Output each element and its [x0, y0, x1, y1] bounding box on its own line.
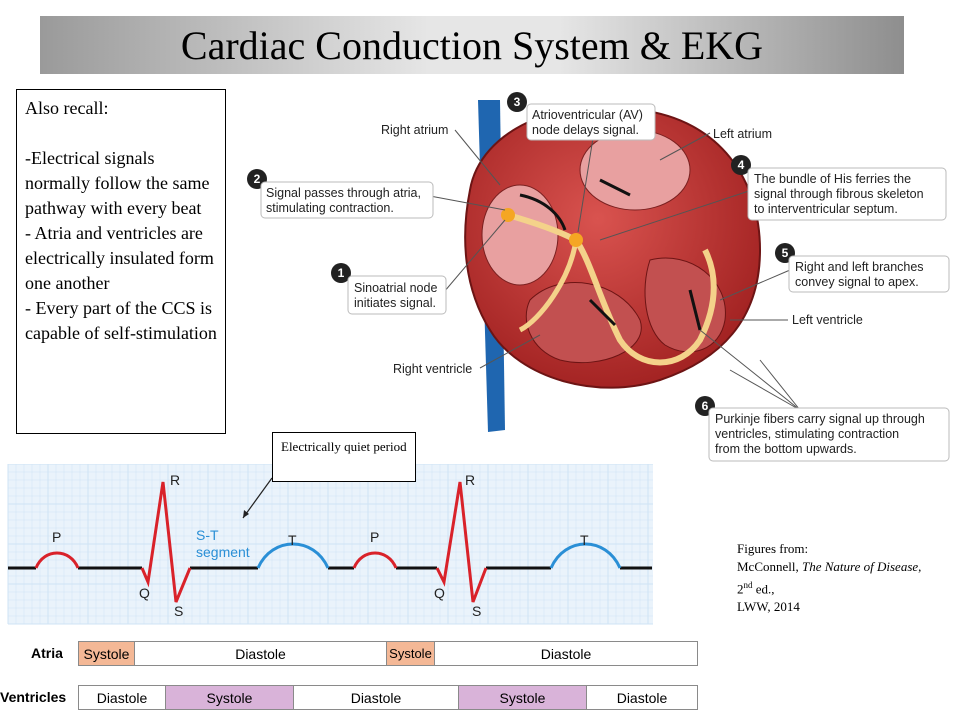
wave-label-r: R [170, 472, 180, 488]
step-3-text: Atrioventricular (AV) [532, 108, 643, 122]
step-number: 1 [338, 266, 345, 280]
label-left-atrium: Left atrium [713, 127, 772, 141]
ventricle-diastole-segment: Diastole [616, 689, 668, 706]
ventricle-systole-segment: Systole [459, 686, 587, 709]
right-atrium-chamber [481, 184, 559, 286]
ekg-grid [7, 464, 653, 625]
step-1-text: initiates signal. [354, 296, 436, 310]
step-1-text: Sinoatrial node [354, 281, 437, 295]
ventricle-systole-segment: Systole [166, 686, 294, 709]
step-3-text: node delays signal. [532, 123, 639, 137]
label-right-atrium: Right atrium [381, 123, 448, 137]
atria-systole-segment: Systole [79, 642, 135, 665]
ventricle-diastole-segment: Diastole [294, 686, 459, 709]
arrow-head [243, 510, 249, 518]
atria-row-label: Atria [31, 645, 63, 661]
signal-arrow [688, 289, 702, 331]
figure-credit: Figures from: McConnell, The Nature of D… [737, 540, 937, 616]
wave-label-p: P [52, 529, 61, 545]
wave-label-r: R [465, 472, 475, 488]
label-left-ventricle: Left ventricle [792, 313, 863, 327]
wave-label-q: Q [139, 585, 150, 601]
step-1-callout [347, 275, 447, 315]
recall-item: -Electrical signals normally follow the … [25, 148, 210, 218]
wave-label-t: T [288, 532, 297, 548]
recall-item: - Atria and ventricles are electrically … [25, 223, 214, 293]
step-2-callout [260, 181, 434, 219]
step-number: 2 [254, 172, 261, 186]
step-5-text: convey signal to apex. [795, 275, 919, 289]
step-2-text: Signal passes through atria, [266, 186, 421, 200]
signal-arrow [599, 178, 631, 197]
atria-diastole-segment: Diastole [135, 642, 387, 665]
ventricles-timeline: Diastole Systole Diastole Systole Diasto… [78, 685, 698, 710]
step-number: 6 [702, 399, 709, 413]
st-segment-label: segment [196, 544, 250, 560]
step-4-text: The bundle of His ferries the [754, 172, 911, 186]
step-number: 4 [738, 158, 745, 172]
quiet-period-box: Electrically quiet period [272, 432, 416, 482]
ventricles-row-label: Ventricles [0, 689, 67, 705]
wave-label-s: S [174, 603, 183, 619]
wave-label-s: S [472, 603, 481, 619]
signal-arrow [519, 193, 567, 231]
step-6-text: from the bottom upwards. [715, 442, 857, 456]
step-5-text: Right and left branches [795, 260, 924, 274]
step-3-callout [526, 103, 656, 141]
step-4-text: signal through fibrous skeleton [754, 187, 924, 201]
page-title: Cardiac Conduction System & EKG [180, 22, 764, 68]
ventricle-diastole-segment: Diastole [79, 686, 166, 709]
step-number-badge [731, 155, 751, 175]
step-4-text: to interventricular septum. [754, 202, 898, 216]
quiet-period-arrow [242, 477, 273, 519]
wave-label-t: T [580, 532, 589, 548]
credit-line: Figures from: [737, 541, 809, 556]
step-6-text: Purkinje fibers carry signal up through [715, 412, 925, 426]
st-segment-label: S-T [196, 527, 219, 543]
step-6-text: ventricles, stimulating contraction [715, 427, 899, 441]
qrs-complex [435, 481, 488, 603]
recall-heading: Also recall: [25, 98, 109, 118]
atria-diastole-segment: Diastole [540, 645, 592, 662]
t-wave [256, 542, 330, 569]
left-atrium-chamber [579, 129, 691, 211]
av-node [569, 233, 583, 247]
wave-label-p: P [370, 529, 379, 545]
sa-node [501, 208, 515, 222]
atria-systole-segment: Systole [387, 642, 435, 665]
step-number-badge [331, 263, 351, 283]
step-4-callout [747, 167, 947, 221]
step-number: 5 [782, 246, 789, 260]
step-number-badge [507, 92, 527, 112]
step-5-callout [788, 255, 950, 293]
ekg-trace: P Q R S T P Q R S T S-T segment [7, 464, 653, 625]
recall-item: - Every part of the CCS is capable of se… [25, 298, 217, 343]
step-2-text: stimulating contraction. [266, 201, 394, 215]
t-wave [549, 542, 622, 569]
p-wave [352, 551, 398, 569]
recall-box: Also recall: -Electrical signals normall… [16, 89, 226, 434]
signal-arrow [588, 298, 617, 327]
step-number: 3 [514, 95, 521, 109]
title-bar: Cardiac Conduction System & EKG [40, 16, 904, 74]
step-6-callout [708, 407, 950, 462]
label-right-ventricle: Right ventricle [393, 362, 472, 376]
conduction-path [518, 239, 579, 333]
wave-label-q: Q [434, 585, 445, 601]
heart-diagram: Right atrium Left atrium Left ventricle … [247, 92, 950, 462]
credit-publisher: LWW, 2014 [737, 599, 800, 615]
atria-timeline: Systole Diastole Systole Diastole [78, 641, 698, 666]
qrs-complex [140, 481, 192, 603]
p-wave [34, 551, 80, 569]
credit-citation: McConnell, The Nature of Disease, 2nd ed… [737, 559, 922, 597]
